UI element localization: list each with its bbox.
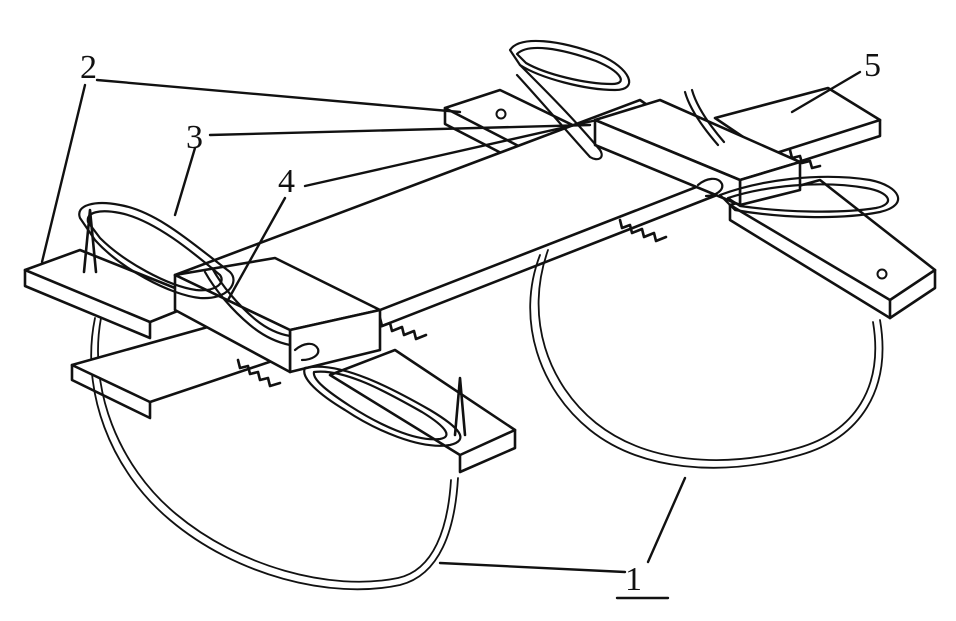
label-5: 5 (864, 47, 881, 84)
front-wire-loop (303, 365, 462, 447)
right-wire-loop (718, 175, 900, 219)
right-block (593, 98, 802, 207)
label-1: 1 (625, 561, 642, 598)
spikes (82, 208, 467, 437)
back-wire-loop (508, 39, 631, 161)
hooks (203, 88, 726, 362)
left-block (173, 256, 382, 374)
label-3: 3 (186, 119, 203, 156)
label-4: 4 (278, 163, 295, 200)
leader-lines (40, 70, 862, 600)
left-hoop (90, 317, 459, 591)
front-left-plate (328, 348, 517, 474)
left-wire-loop (78, 201, 235, 300)
label-2: 2 (80, 49, 97, 86)
